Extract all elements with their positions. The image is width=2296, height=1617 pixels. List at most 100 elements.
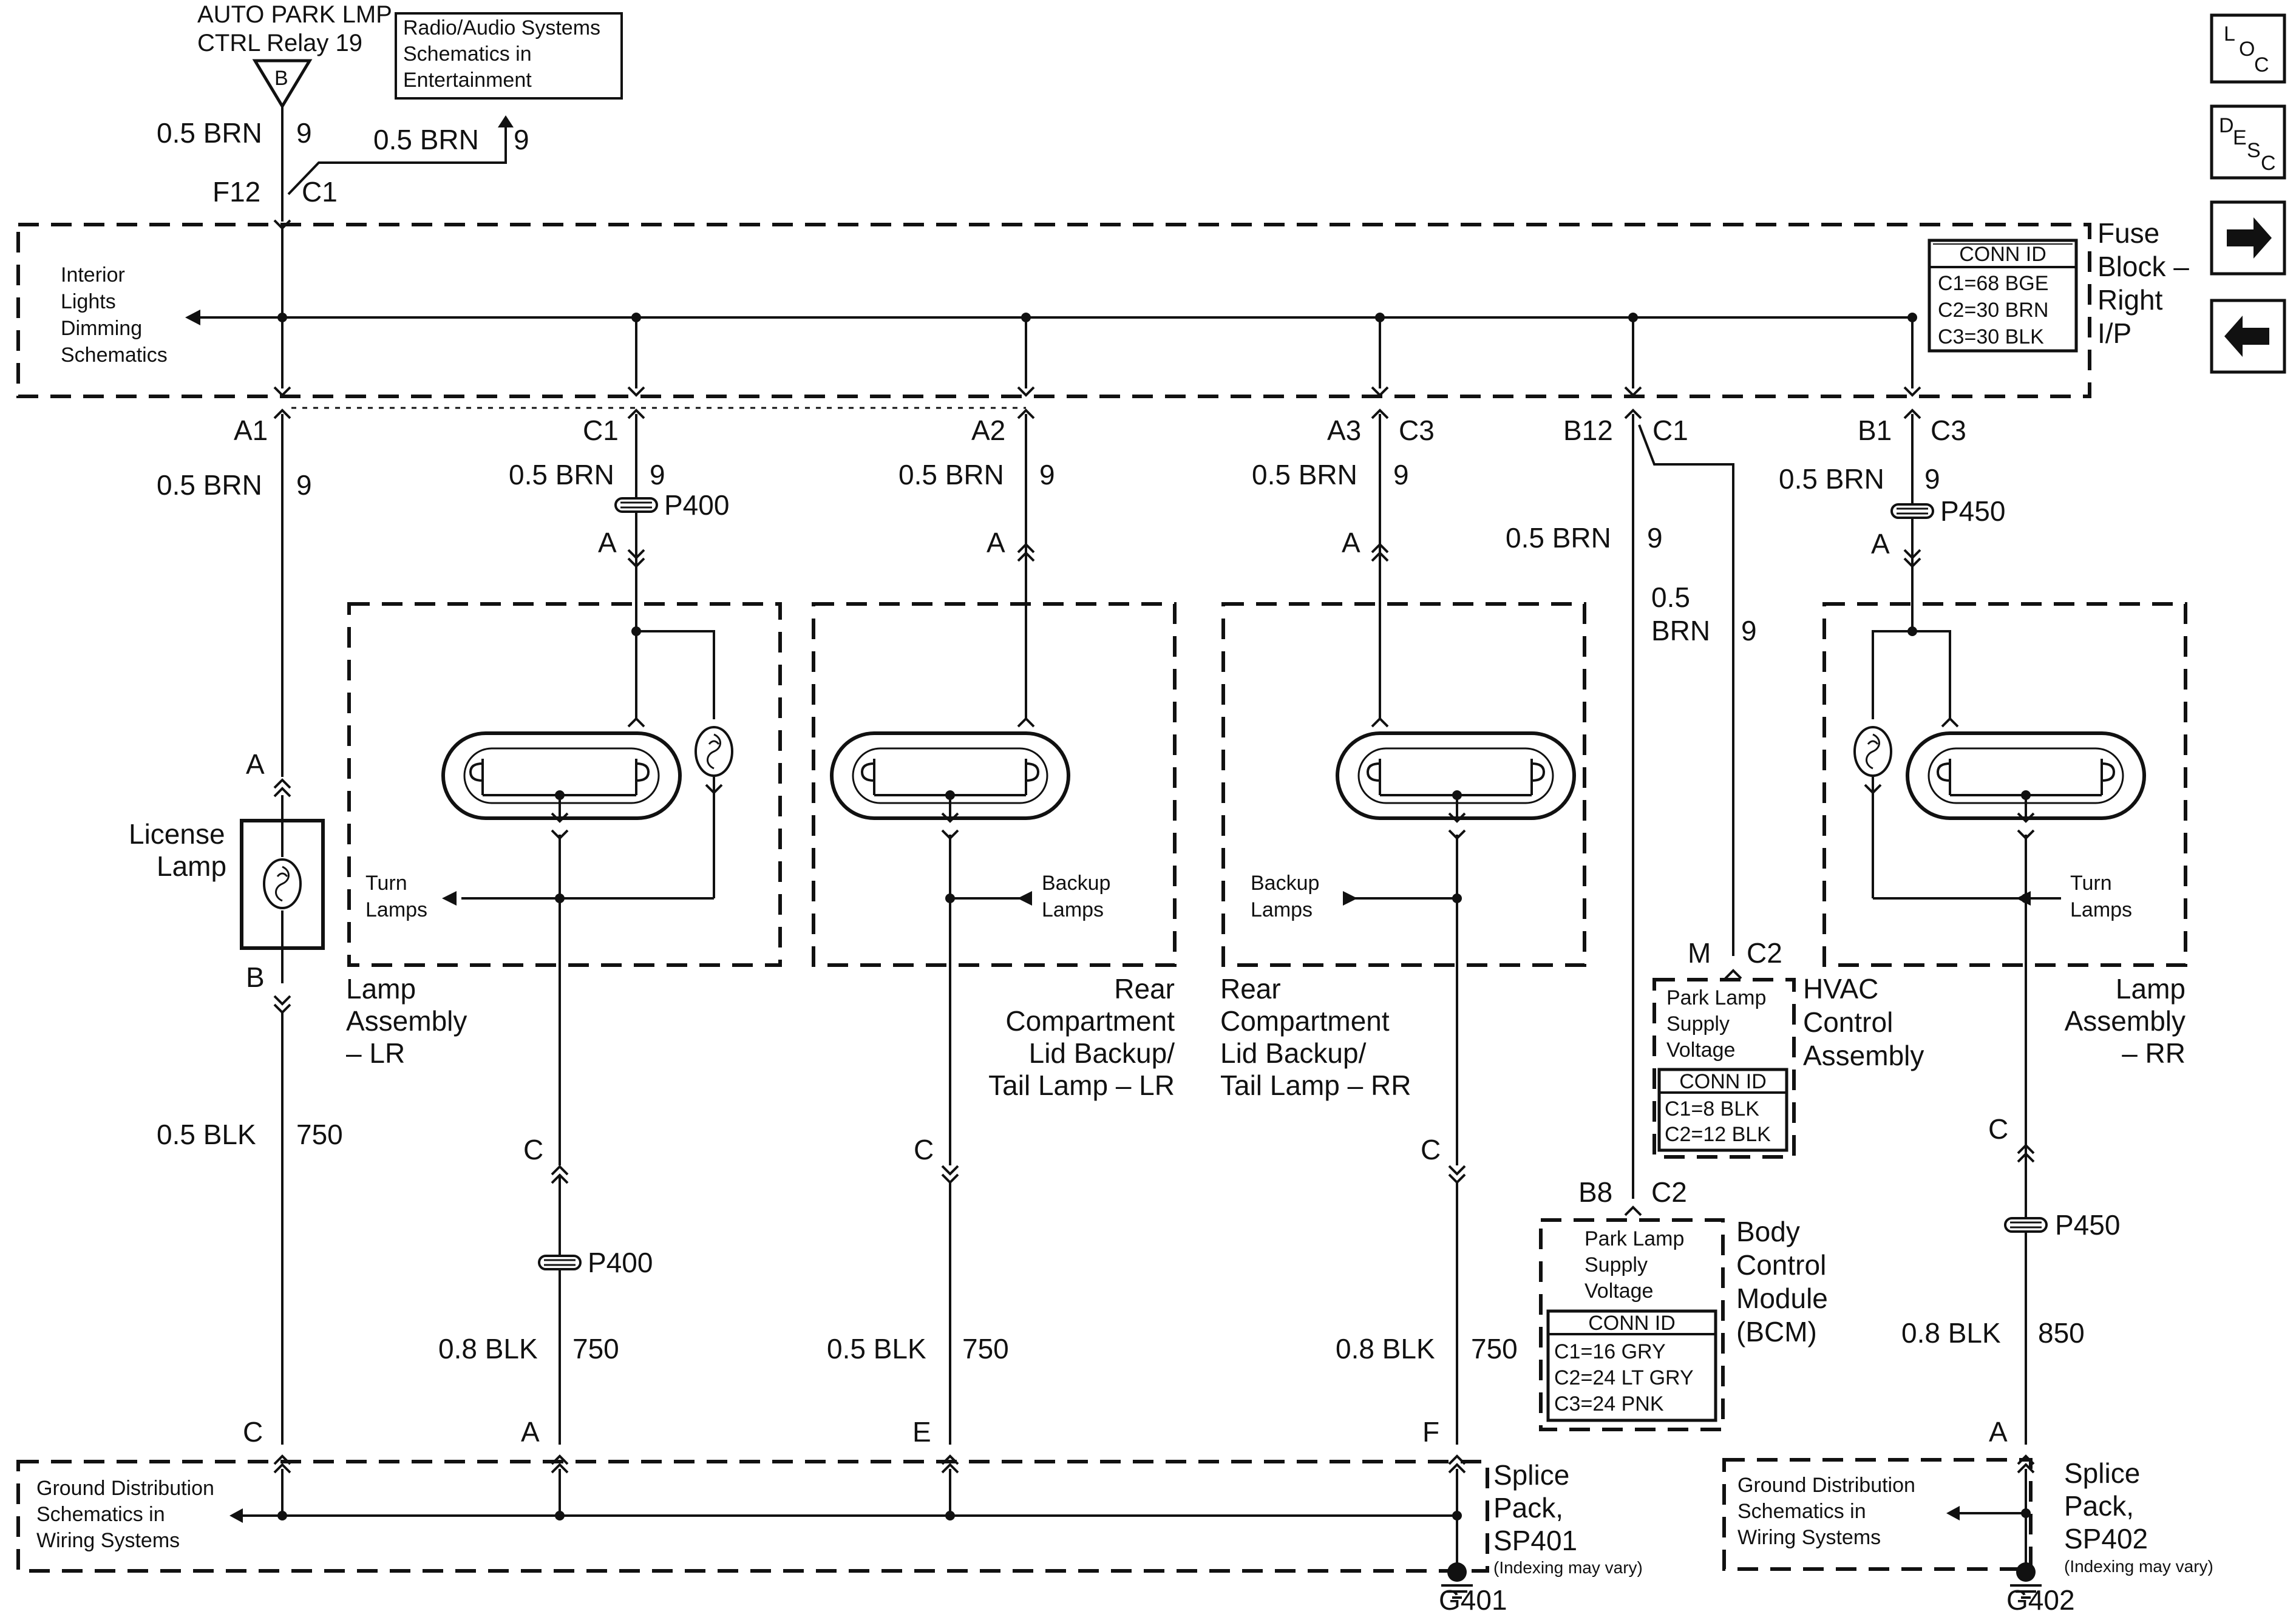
wire-circuit-label: 850 bbox=[2038, 1317, 2085, 1349]
backup-lamps-label-2: Lamps bbox=[1042, 898, 1104, 921]
terminal-label: A bbox=[1342, 527, 1360, 558]
splice-pack-title-2: Pack, bbox=[1493, 1492, 1563, 1524]
rear-compartment-rr-circuit: A3 C3 0.5 BRN 9 A Backup Lamps Rear Comp… bbox=[1220, 409, 1586, 1448]
terminal-label: E bbox=[912, 1416, 931, 1448]
splice-connector-icon bbox=[538, 1255, 582, 1270]
rear-compartment-rr-title-3: Lid Backup/ bbox=[1220, 1037, 1367, 1069]
splice-label: P400 bbox=[588, 1247, 653, 1278]
conn-id-row: C2=30 BRN bbox=[1938, 299, 2048, 322]
wire-gauge-label: 0.5 BRN bbox=[898, 459, 1004, 490]
splice-pack-title-3: SP402 bbox=[2064, 1523, 2148, 1554]
wire-gauge-label: 0.8 BLK bbox=[1336, 1333, 1435, 1364]
arrow-left-icon bbox=[1946, 1506, 1960, 1520]
wire-gauge-label: 0.5 BRN bbox=[157, 469, 262, 501]
license-lamp bbox=[240, 795, 325, 983]
supply-voltage-label-2: Supply bbox=[1584, 1253, 1648, 1276]
wire-gauge-label: 0.5 BLK bbox=[827, 1333, 926, 1364]
hvac-control-assembly: Park Lamp Supply Voltage CONN ID C1=8 BL… bbox=[1652, 978, 1796, 1159]
ground-ref-label-3: Wiring Systems bbox=[1737, 1526, 1881, 1549]
relay-label: AUTO PARK LMP bbox=[197, 1, 392, 28]
radio-ref-label: Radio/Audio Systems bbox=[403, 16, 600, 39]
wire-circuit-label: 750 bbox=[296, 1119, 343, 1150]
rear-compartment-lr-title-3: Lid Backup/ bbox=[1029, 1037, 1175, 1069]
conn-id-header: CONN ID bbox=[1959, 243, 2046, 266]
backup-lamps-label: Backup bbox=[1042, 872, 1110, 895]
bcm-title-4: (BCM) bbox=[1736, 1316, 1817, 1348]
desc-button[interactable]: D E S C bbox=[2210, 104, 2286, 180]
terminal-label: B bbox=[246, 961, 265, 993]
wire-gauge-label: 0.8 BLK bbox=[438, 1333, 538, 1364]
fuse-pin-label: F12 bbox=[212, 176, 260, 208]
conn-id-header: CONN ID bbox=[1679, 1070, 1767, 1093]
supply-voltage-label: Park Lamp bbox=[1666, 986, 1766, 1009]
arrow-up-icon bbox=[498, 115, 514, 127]
supply-voltage-label-3: Voltage bbox=[1666, 1039, 1735, 1062]
turn-lamps-label: Turn bbox=[2070, 872, 2112, 895]
lamp-assembly-lr-title-2: Assembly bbox=[346, 1005, 467, 1037]
wire-gauge-label: 0.5 bbox=[1651, 581, 1690, 613]
conn-label: C1 bbox=[583, 415, 619, 446]
dimming-ref-label-2: Lights bbox=[61, 290, 116, 313]
supply-voltage-label: Park Lamp bbox=[1584, 1227, 1684, 1250]
previous-page-button[interactable] bbox=[2210, 299, 2286, 374]
license-lamp-title-2: Lamp bbox=[157, 850, 226, 882]
hvac-title-2: Control bbox=[1803, 1006, 1893, 1038]
wire-gauge-label: 0.8 BLK bbox=[1901, 1317, 2001, 1349]
rear-compartment-lr-box bbox=[812, 602, 1177, 967]
conn-label: C2 bbox=[1651, 1176, 1687, 1208]
body-control-module: Park Lamp Supply Voltage CONN ID C1=16 G… bbox=[1539, 1218, 1725, 1431]
arrow-left-icon bbox=[442, 891, 457, 906]
fuse-block-title-3: Right bbox=[2097, 284, 2163, 316]
turn-lamps-label: Turn bbox=[365, 872, 407, 895]
rear-compartment-lr-title: Rear bbox=[1114, 973, 1175, 1005]
arrow-right-icon bbox=[2227, 217, 2272, 259]
wire-circuit-label: 9 bbox=[1393, 459, 1409, 490]
lamp-assembly-lr-box bbox=[347, 602, 782, 967]
conn-id-row: C1=68 BGE bbox=[1938, 272, 2048, 295]
lamp-assembly-lr-circuit: C1 0.5 BRN 9 P400 A Turn Lamps Lamp Asse… bbox=[346, 409, 782, 1448]
arrow-right-icon bbox=[1343, 891, 1357, 906]
conn-id-row: C3=24 PNK bbox=[1554, 1392, 1664, 1415]
rear-compartment-lr-title-2: Compartment bbox=[1005, 1005, 1175, 1037]
conn-id-row: C2=12 BLK bbox=[1665, 1123, 1771, 1146]
relay-label-2: CTRL Relay 19 bbox=[197, 30, 362, 56]
pin-label: M bbox=[1688, 937, 1711, 969]
terminal-label: C bbox=[1988, 1113, 2008, 1145]
splice-pack-title: Splice bbox=[2064, 1457, 2140, 1489]
next-page-button[interactable] bbox=[2210, 200, 2286, 276]
splice-connector-icon bbox=[2004, 1217, 2048, 1233]
pin-label: B1 bbox=[1858, 415, 1892, 446]
wire-gauge-label: 0.5 BLK bbox=[157, 1119, 256, 1150]
dimming-ref-label-4: Schematics bbox=[61, 344, 168, 367]
splice-connector-icon bbox=[614, 497, 658, 513]
terminal-label: C bbox=[523, 1134, 543, 1165]
conn-id-row: C1=16 GRY bbox=[1554, 1340, 1666, 1363]
indexing-note: (Indexing may vary) bbox=[2064, 1557, 2213, 1576]
loc-button[interactable]: L O C bbox=[2210, 13, 2286, 84]
arrow-left-icon bbox=[229, 1508, 243, 1523]
fuse-block-conn-id-box: CONN ID C1=68 BGE C2=30 BRN C3=30 BLK bbox=[1927, 239, 2078, 353]
radio-reference-box: Radio/Audio Systems Schematics in Entert… bbox=[395, 12, 623, 100]
dimming-ref-label-3: Dimming bbox=[61, 317, 142, 340]
hvac-title-3: Assembly bbox=[1803, 1040, 1924, 1071]
splice-pack-sp402: Ground Distribution Schematics in Wiring… bbox=[1722, 1455, 2213, 1616]
ground-label: G402 bbox=[2006, 1584, 2075, 1616]
ground-ref-label-2: Schematics in bbox=[36, 1503, 165, 1526]
turn-lamps-label-2: Lamps bbox=[2070, 898, 2132, 921]
radio-ref-label-3: Entertainment bbox=[403, 69, 532, 92]
supply-voltage-label-3: Voltage bbox=[1584, 1280, 1653, 1303]
terminal-label: A bbox=[987, 527, 1005, 558]
bcm-title-2: Control bbox=[1736, 1249, 1826, 1281]
supply-voltage-label-2: Supply bbox=[1666, 1012, 1730, 1036]
hvac-title: HVAC bbox=[1803, 973, 1878, 1005]
wire-gauge-label: 0.5 BRN bbox=[373, 124, 479, 155]
conn-label: C2 bbox=[1747, 937, 1782, 969]
desc-letter: S bbox=[2247, 139, 2261, 162]
relay-feed: AUTO PARK LMP CTRL Relay 19 B 0.5 BRN 9 … bbox=[157, 1, 529, 229]
conn-id-row: C1=8 BLK bbox=[1665, 1097, 1759, 1120]
pin-label: B12 bbox=[1563, 415, 1613, 446]
loc-letter: C bbox=[2254, 53, 2269, 76]
lamp-assembly-rr-box bbox=[1822, 602, 2187, 967]
backup-lamps-label-2: Lamps bbox=[1251, 898, 1313, 921]
splice-connector-icon bbox=[1890, 503, 1934, 519]
